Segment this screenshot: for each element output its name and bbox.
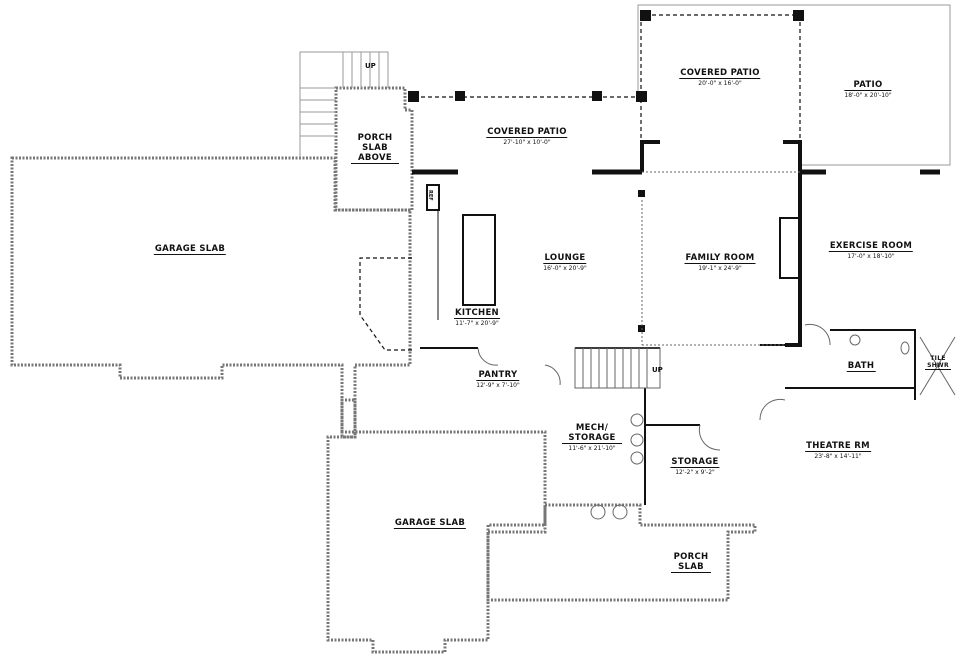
- room-label-tile-shower: TILE SHWR: [925, 355, 951, 370]
- room-name: GARAGE SLAB: [393, 518, 467, 529]
- room-name: MECH/ STORAGE: [562, 423, 622, 444]
- room-dims: 20'-0" x 16'-0": [698, 80, 742, 87]
- room-dims: 11'-7" x 20'-9": [455, 320, 499, 327]
- room-name: COVERED PATIO: [679, 68, 761, 79]
- porch-slab-above-outline: [334, 86, 414, 212]
- patio-outlines: [299, 4, 951, 166]
- stairs: [477, 171, 956, 520]
- room-name: KITCHEN: [454, 308, 500, 319]
- porch-stair-up-label: UP: [365, 62, 376, 70]
- room-name: BATH: [846, 361, 876, 372]
- room-dims: 23'-8" x 14'-11": [814, 453, 862, 460]
- slab-outlines: [10, 86, 757, 654]
- room-name: PATIO: [844, 80, 892, 91]
- room-label-garage-slab: GARAGE SLAB: [153, 244, 227, 255]
- interior-walls: [420, 184, 916, 505]
- room-dims: 16'-0" x 20'-9": [543, 265, 587, 272]
- room-label-bath: BATH: [846, 361, 876, 372]
- room-dims: 17'-0" x 18'-10": [847, 253, 895, 260]
- room-dims: 19'-1" x 24'-9": [698, 265, 742, 272]
- rear-stair: [299, 51, 389, 158]
- room-name: COVERED PATIO: [486, 127, 568, 138]
- room-name: THEATRE RM: [805, 441, 871, 452]
- room-dims: 12'-2" x 9'-2": [675, 469, 715, 476]
- fireplace: [779, 217, 801, 279]
- garage-slab-outline: [10, 156, 412, 439]
- room-name: PORCH SLAB ABOVE: [351, 133, 399, 164]
- room-dims: 18'-0" x 20'-10": [844, 92, 892, 99]
- refrigerator: [426, 184, 440, 211]
- room-name: EXERCISE ROOM: [828, 241, 914, 252]
- refrigerator-label: REF: [427, 190, 433, 201]
- room-name: LOUNGE: [543, 253, 587, 264]
- room-name: TILE SHWR: [925, 355, 951, 370]
- room-dims: 27'-10" x 10'-0": [503, 139, 551, 146]
- room-name: PANTRY: [476, 370, 520, 381]
- room-dims: 12'-9" x 7'-10": [476, 382, 520, 389]
- room-label-porch-slab: PORCH SLAB: [671, 552, 711, 573]
- lower-garage-slab-outline: [326, 398, 547, 654]
- porch-slab-outline: [486, 503, 757, 602]
- patio-outline: [637, 4, 951, 166]
- kitchen-island: [462, 214, 496, 306]
- covered-patio-dashes: [359, 14, 801, 351]
- stair-up-label: UP: [652, 366, 663, 374]
- room-label-porch-slab-above: PORCH SLAB ABOVE: [351, 133, 399, 164]
- room-name: GARAGE SLAB: [153, 244, 227, 255]
- room-dims: 11'-6" x 21'-10": [568, 445, 616, 452]
- room-name: FAMILY ROOM: [684, 253, 756, 264]
- room-name: STORAGE: [670, 457, 720, 468]
- room-name: PORCH SLAB: [671, 552, 711, 573]
- room-label-lower-garage-slab: GARAGE SLAB: [393, 518, 467, 529]
